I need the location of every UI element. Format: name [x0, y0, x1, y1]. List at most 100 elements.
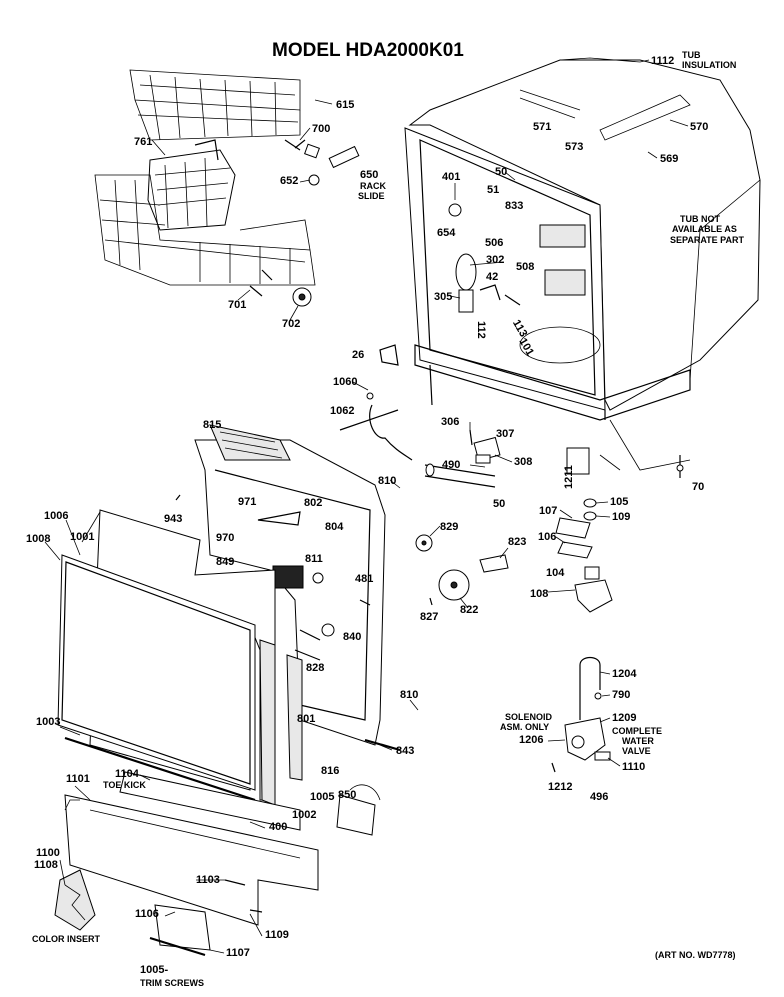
part-label: 1107 — [226, 947, 250, 959]
part-label: 42 — [486, 271, 498, 283]
part-label: 1206 — [519, 734, 543, 746]
part-label: 1006 — [44, 510, 68, 522]
part-label: 823 — [508, 536, 526, 548]
part-label: 1108 — [34, 859, 58, 871]
part-label: 70 — [692, 481, 704, 493]
part-label: 654 — [437, 227, 456, 239]
part-label: 1003 — [36, 716, 60, 728]
part-label: 810 — [400, 689, 418, 701]
part-label: 508 — [516, 261, 534, 273]
part-label: 970 — [216, 532, 234, 544]
part-label: 615 — [336, 99, 354, 111]
valve-labels: 1204 790 SOLENOID ASM. ONLY 1209 1206 CO… — [500, 668, 662, 803]
silverware-basket-drawing — [147, 139, 236, 231]
part-label: 652 — [280, 175, 298, 187]
part-label: 308 — [514, 456, 532, 468]
part-label: TUB — [682, 50, 701, 60]
part-label: ASM. ONLY — [500, 722, 549, 732]
part-label: 1212 — [548, 781, 572, 793]
part-label: 802 — [304, 497, 322, 509]
part-label: 573 — [565, 141, 583, 153]
part-label: 833 — [505, 200, 523, 212]
part-label: 401 — [442, 171, 460, 183]
leader-lines — [44, 59, 689, 954]
part-label: 971 — [238, 496, 256, 508]
part-label: 106 — [538, 531, 556, 543]
part-label: 1110 — [622, 761, 645, 773]
part-label: 1002 — [292, 809, 316, 821]
part-label: 107 — [539, 505, 557, 517]
middle-labels: 1060 1062 306 307 490 308 50 1211 105 10… — [164, 376, 704, 674]
part-label: 1104 — [115, 768, 140, 780]
toe-kick-drawing — [54, 771, 381, 957]
part-label: 815 — [203, 419, 221, 431]
door-inner-panel-drawing — [194, 424, 419, 752]
part-label: 1109 — [265, 929, 289, 941]
part-label: 1001 — [70, 531, 94, 543]
part-label: 1005 — [310, 791, 334, 803]
part-label: 481 — [355, 573, 373, 585]
part-label: 51 — [487, 184, 499, 196]
part-label: 105 — [610, 496, 628, 508]
part-label: AVAILABLE AS — [672, 224, 737, 234]
part-label: 1112 — [651, 55, 674, 67]
part-label: COLOR INSERT — [32, 934, 101, 944]
part-label: 1106 — [135, 908, 159, 920]
part-label: 109 — [612, 511, 630, 523]
part-label: 26 — [352, 349, 364, 361]
part-label: 104 — [546, 567, 565, 579]
part-label: 1101 — [66, 773, 90, 785]
part-label: 50 — [495, 166, 507, 178]
part-label: 400 — [269, 821, 287, 833]
part-label: VALVE — [622, 746, 651, 756]
part-label: SLIDE — [358, 191, 385, 201]
part-label: 801 — [297, 713, 315, 725]
tub-drawing — [379, 57, 761, 471]
part-label: 810 — [378, 475, 396, 487]
part-label: SOLENOID — [505, 712, 553, 722]
lower-rack-drawing — [94, 174, 316, 286]
part-label: 943 — [164, 513, 182, 525]
part-label: 490 — [442, 459, 460, 471]
part-label: TUB NOT — [680, 214, 720, 224]
part-label: 307 — [496, 428, 514, 440]
part-label: 701 — [228, 299, 246, 311]
part-label: 804 — [325, 521, 344, 533]
part-label: 1100 — [36, 847, 60, 859]
part-label: COMPLETE — [612, 726, 662, 736]
part-label: 828 — [306, 662, 324, 674]
part-label: 1211 — [563, 465, 575, 489]
door-labels: 1006 1008 1001 810 801 843 1003 — [26, 510, 418, 757]
part-label: 650 — [360, 169, 378, 181]
art-number: (ART NO. WD7778) — [655, 950, 736, 960]
part-label: 1204 — [612, 668, 637, 680]
part-label: 570 — [690, 121, 708, 133]
part-label: 700 — [312, 123, 330, 135]
part-label: 108 — [530, 588, 548, 600]
part-label: 816 — [321, 765, 339, 777]
part-label: 112 — [475, 321, 487, 339]
part-label: 1062 — [330, 405, 354, 417]
part-label: 302 — [486, 254, 504, 266]
door-outer-panel-drawing — [57, 494, 303, 806]
part-label: 50 — [493, 498, 505, 510]
part-label: 761 — [134, 136, 152, 148]
part-label: 822 — [460, 604, 478, 616]
part-label: 305 — [434, 291, 452, 303]
part-label: TRIM SCREWS — [140, 978, 204, 988]
rack-labels: 615 700 761 650 RACK SLIDE 652 701 702 — [134, 99, 386, 330]
rack-parts-drawing — [249, 139, 360, 307]
model-title: MODEL HDA2000K01 — [272, 40, 464, 61]
part-label: 1008 — [26, 533, 50, 545]
part-label: INSULATION — [682, 60, 736, 70]
part-label: SEPARATE PART — [670, 235, 745, 245]
part-label: 306 — [441, 416, 459, 428]
part-label: 827 — [420, 611, 438, 623]
upper-rack-drawing — [129, 69, 301, 141]
part-label: 811 — [305, 553, 323, 565]
part-label: 829 — [440, 521, 458, 533]
part-label: 702 — [282, 318, 300, 330]
part-label: 1060 — [333, 376, 357, 388]
pump-parts-drawing — [415, 498, 613, 613]
